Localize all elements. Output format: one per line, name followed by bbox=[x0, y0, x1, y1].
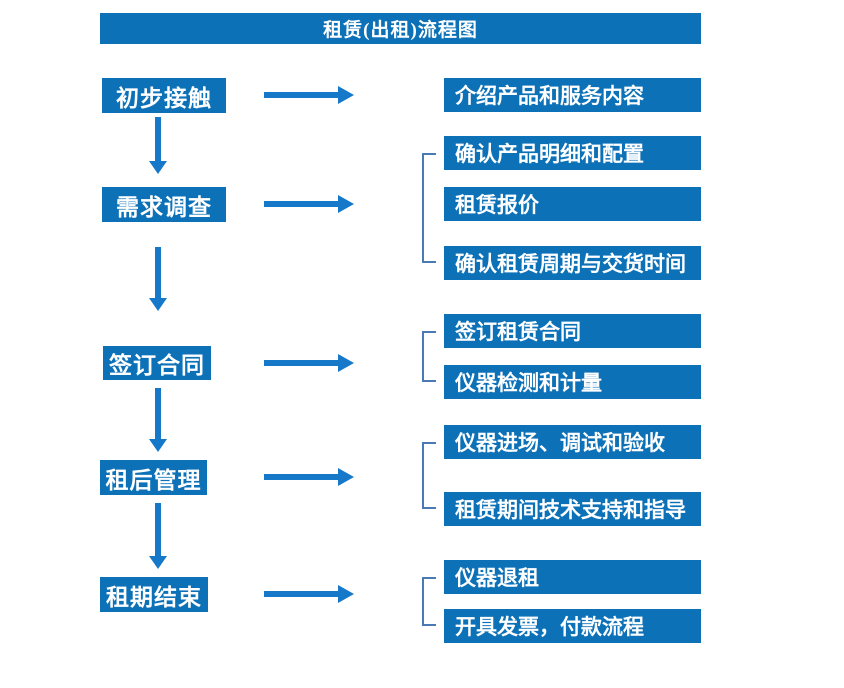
group-bracket bbox=[422, 331, 436, 382]
detail-box-rental-quote: 租赁报价 bbox=[444, 187, 701, 221]
detail-box-instrument-testing: 仪器检测和计量 bbox=[444, 365, 701, 399]
step-box-rental-end: 租期结束 bbox=[100, 577, 208, 612]
arrow-right-icon bbox=[264, 86, 354, 104]
detail-box-confirm-rental-period: 确认租赁周期与交货时间 bbox=[444, 246, 701, 280]
group-bracket bbox=[422, 442, 436, 509]
detail-box-instrument-return: 仪器退租 bbox=[444, 560, 701, 594]
detail-box-technical-support: 租赁期间技术支持和指导 bbox=[444, 492, 701, 526]
page-title: 租赁(出租)流程图 bbox=[100, 13, 701, 44]
arrow-down-icon bbox=[149, 117, 167, 174]
detail-box-introduce-products: 介绍产品和服务内容 bbox=[444, 78, 701, 112]
arrow-down-icon bbox=[149, 388, 167, 452]
detail-box-instrument-setup: 仪器进场、调试和验收 bbox=[444, 425, 701, 459]
step-box-post-rental-management: 租后管理 bbox=[100, 460, 207, 495]
arrow-right-icon bbox=[264, 468, 354, 486]
step-box-initial-contact: 初步接触 bbox=[102, 78, 226, 113]
arrow-right-icon bbox=[264, 354, 354, 372]
arrow-down-icon bbox=[149, 503, 167, 569]
arrow-right-icon bbox=[264, 585, 354, 603]
arrow-right-icon bbox=[264, 195, 354, 213]
group-bracket bbox=[422, 577, 436, 626]
step-box-sign-contract: 签订合同 bbox=[103, 346, 211, 380]
detail-box-invoice-payment: 开具发票，付款流程 bbox=[444, 609, 701, 643]
detail-box-sign-rental-contract: 签订租赁合同 bbox=[444, 314, 701, 348]
detail-box-confirm-product-details: 确认产品明细和配置 bbox=[444, 136, 701, 170]
arrow-down-icon bbox=[149, 247, 167, 311]
step-box-demand-survey: 需求调查 bbox=[102, 187, 226, 222]
group-bracket bbox=[422, 153, 436, 263]
